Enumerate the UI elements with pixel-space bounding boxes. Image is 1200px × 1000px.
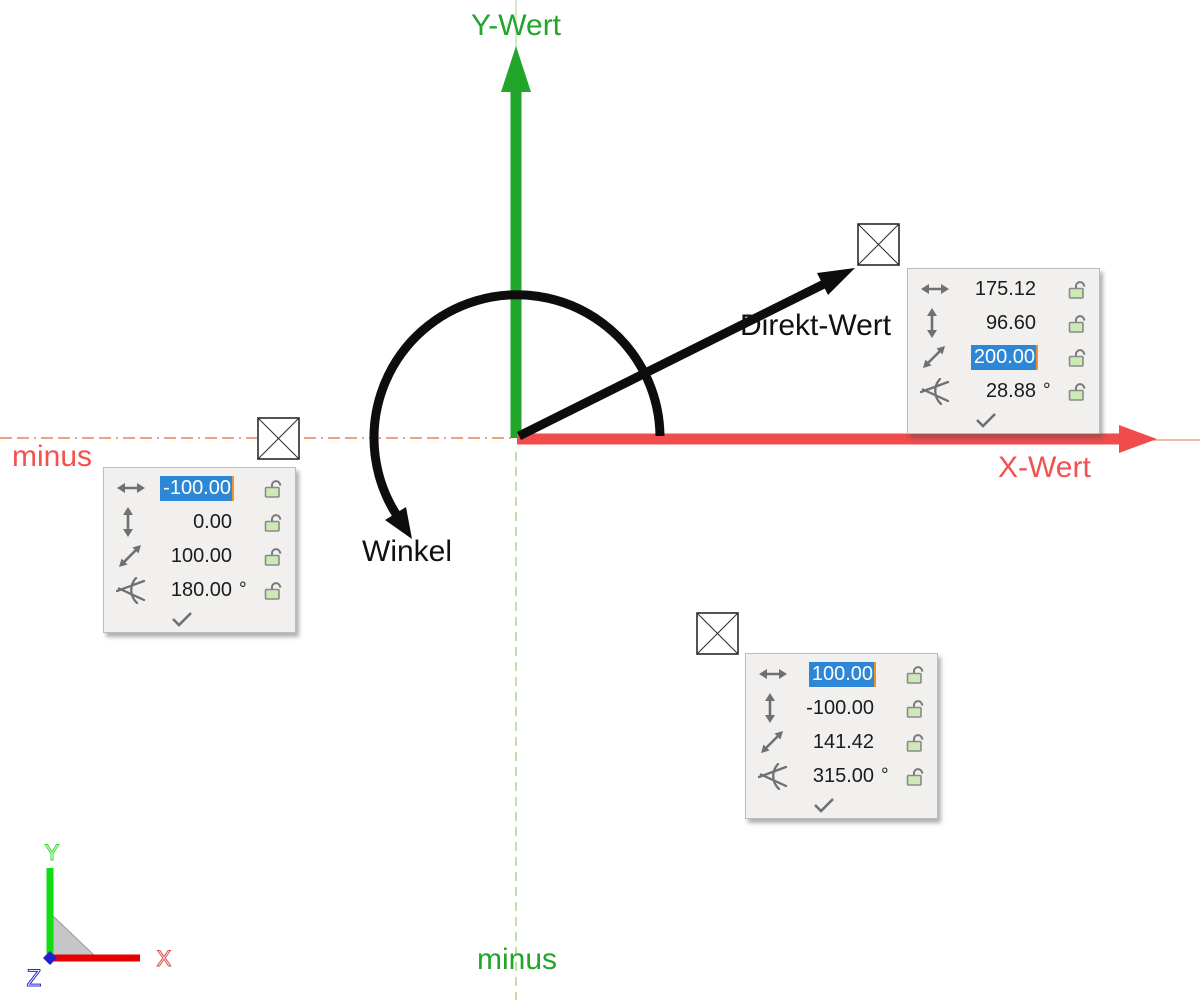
ucs-y-label: Y [45, 840, 60, 865]
distance-field[interactable]: 100.00 [170, 544, 232, 567]
angle-field[interactable]: 180.00 [170, 578, 232, 601]
input-row-vertical: -100.00 [746, 691, 937, 725]
horizontal-distance-icon [920, 277, 952, 301]
direct-annotation-label: Direkt-Wert [740, 309, 892, 342]
x-distance-field[interactable]: 175.12 [974, 277, 1036, 300]
angle-annotation-label: Winkel [362, 535, 453, 568]
y-axis-label: Y-Wert [470, 9, 562, 42]
input-row-vertical: 0.00 [104, 505, 295, 539]
x-distance-field[interactable]: -100.00 [160, 475, 234, 501]
input-row-angle: 28.88 ° [908, 374, 1099, 408]
minus-y-label: minus [477, 943, 558, 976]
unit-label: ° [239, 579, 247, 600]
unlock-icon[interactable] [259, 511, 285, 533]
unlock-icon[interactable] [259, 579, 285, 601]
point-marker-box [257, 417, 300, 460]
minus-x-label: minus [12, 440, 93, 473]
x-axis-label: X-Wert [998, 451, 1091, 484]
point-marker-box [857, 223, 900, 266]
horizontal-distance-icon [116, 476, 148, 500]
unlock-icon[interactable] [901, 731, 927, 753]
direct-vector-arrow [516, 268, 855, 441]
distance-field[interactable]: 200.00 [970, 344, 1038, 370]
distance-field[interactable]: 141.42 [812, 730, 874, 753]
ucs-icon: Y X Z [26, 840, 172, 993]
input-row-horizontal: -100.00 [104, 471, 295, 505]
vertical-distance-icon [116, 506, 150, 538]
unlock-icon[interactable] [1063, 346, 1089, 368]
unlock-icon[interactable] [901, 663, 927, 685]
input-row-distance: 141.42 [746, 725, 937, 759]
angle-field[interactable]: 315.00 [812, 764, 874, 787]
unit-label: ° [1043, 380, 1051, 401]
dynamic-input-panel-direct: 175.12 96.60 200.00 [907, 268, 1100, 434]
vertical-distance-icon [758, 692, 792, 724]
confirm-check-icon[interactable] [908, 408, 1099, 431]
angle-field[interactable]: 28.88 [985, 379, 1036, 402]
y-distance-field[interactable]: 96.60 [985, 311, 1036, 334]
ucs-origin-marker [43, 951, 57, 965]
vertical-distance-icon [920, 307, 954, 339]
input-row-angle: 180.00 ° [104, 573, 295, 607]
unlock-icon[interactable] [901, 765, 927, 787]
unlock-icon[interactable] [1063, 380, 1089, 402]
distance-icon [116, 542, 148, 570]
unlock-icon[interactable] [1063, 278, 1089, 300]
y-axis-arrow [501, 46, 531, 438]
x-distance-field[interactable]: 100.00 [808, 661, 876, 687]
y-distance-field[interactable]: -100.00 [806, 696, 874, 719]
angle-icon [920, 377, 952, 405]
unlock-icon[interactable] [1063, 312, 1089, 334]
dynamic-input-panel-minus-x: -100.00 0.00 100.00 [103, 467, 296, 633]
confirm-check-icon[interactable] [746, 793, 937, 816]
distance-icon [758, 728, 790, 756]
ucs-x-label: X [157, 946, 172, 971]
confirm-check-icon[interactable] [104, 607, 295, 630]
unlock-icon[interactable] [901, 697, 927, 719]
input-row-vertical: 96.60 [908, 306, 1099, 340]
input-row-angle: 315.00 ° [746, 759, 937, 793]
distance-icon [920, 343, 952, 371]
angle-arc-arrow [369, 290, 665, 539]
input-row-horizontal: 175.12 [908, 272, 1099, 306]
x-axis-arrow [517, 425, 1157, 453]
y-distance-field[interactable]: 0.00 [193, 510, 232, 533]
ucs-z-label: Z [27, 965, 42, 992]
angle-icon [116, 576, 148, 604]
unit-label: ° [881, 765, 889, 786]
horizontal-distance-icon [758, 662, 790, 686]
point-marker-box [696, 612, 739, 655]
input-row-horizontal: 100.00 [746, 657, 937, 691]
unlock-icon[interactable] [259, 545, 285, 567]
angle-icon [758, 762, 790, 790]
input-row-distance: 200.00 [908, 340, 1099, 374]
unlock-icon[interactable] [259, 477, 285, 499]
dynamic-input-panel-quadrant4: 100.00 -100.00 141.42 [745, 653, 938, 819]
input-row-distance: 100.00 [104, 539, 295, 573]
